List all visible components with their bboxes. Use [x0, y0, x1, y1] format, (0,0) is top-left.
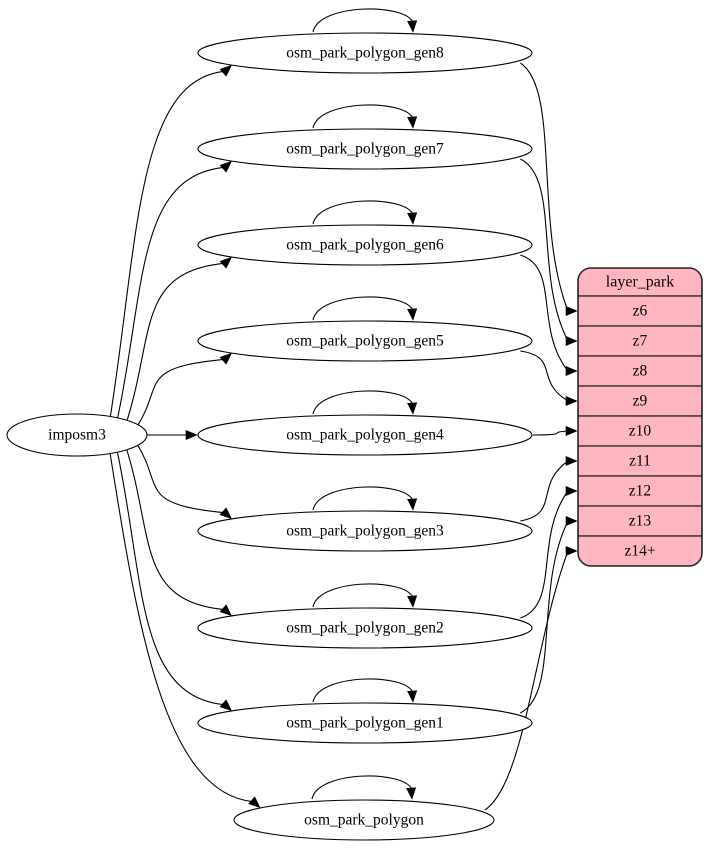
arrowhead-self-loop-osm_park_polygon_gen8: [407, 20, 418, 33]
arrowhead-imposm3-to-osm_park_polygon_gen5: [219, 352, 232, 365]
edge-imposm3-to-osm_park_polygon: [109, 452, 254, 803]
layer-park-table: layer_park z6 z7 z8 z9 z10 z11 z12 z13 z14+: [577, 267, 703, 567]
arrowhead-imposm3-to-osm_park_polygon_gen6: [219, 256, 232, 269]
edge-osm_park_polygon_gen8-to-z6: [520, 62, 569, 312]
arrowhead-imposm3-to-osm_park_polygon_gen4: [185, 429, 198, 441]
node-osm_park_polygon-label: osm_park_polygon: [304, 812, 424, 829]
node-osm_park_polygon_gen4[interactable]: [197, 414, 533, 456]
node-osm_park_polygon_gen3-label: osm_park_polygon_gen3: [286, 523, 444, 540]
edge-osm_park_polygon-to-z14+: [484, 550, 569, 811]
table-row-label-z6: z6: [633, 303, 648, 320]
node-imposm3[interactable]: [6, 413, 148, 457]
edge-osm_park_polygon_gen7-to-z7: [520, 158, 569, 342]
arrowhead-imposm3-to-osm_park_polygon_gen7: [219, 160, 232, 173]
self-loop-osm_park_polygon_gen5: [312, 296, 414, 321]
node-osm_park_polygon_gen6[interactable]: [197, 224, 533, 266]
table-row-label-z11: z11: [629, 453, 651, 470]
self-loop-osm_park_polygon: [311, 775, 413, 800]
node-osm_park_polygon_gen3[interactable]: [197, 510, 533, 552]
edges-to-layer-park: [484, 62, 578, 811]
node-osm_park_polygon_gen1[interactable]: [197, 702, 533, 744]
node-osm_park_polygon_gen2-label: osm_park_polygon_gen2: [286, 620, 444, 637]
table-cells-group: layer_park z6 z7 z8 z9 z10 z11 z12 z13 z14+: [578, 268, 702, 566]
arrowhead-osm_park_polygon_gen2-to-z12: [565, 485, 578, 497]
self-loop-osm_park_polygon_gen7: [312, 104, 414, 129]
arrowhead-osm_park_polygon_gen7-to-z7: [565, 335, 578, 347]
self-loop-osm_park_polygon_gen3: [312, 486, 414, 511]
node-osm_park_polygon_gen4-label: osm_park_polygon_gen4: [286, 427, 444, 444]
table-header-cell: [578, 268, 702, 297]
node-osm_park_polygon_gen6-label: osm_park_polygon_gen6: [286, 237, 444, 254]
edge-imposm3-to-osm_park_polygon_gen6: [126, 262, 225, 423]
table-row-label-z13: z13: [629, 513, 652, 530]
arrowhead-imposm3-to-osm_park_polygon_gen1: [219, 699, 232, 712]
table-row-label-z8: z8: [633, 363, 648, 380]
self-loop-osm_park_polygon_gen4: [312, 390, 414, 415]
node-osm_park_polygon_gen5[interactable]: [197, 320, 533, 362]
ellipse-nodes: imposm3 osm_park_polygon_gen8 osm_park_pol…: [6, 32, 533, 841]
edge-imposm3-to-osm_park_polygon_gen8: [109, 70, 225, 418]
arrowhead-imposm3-to-osm_park_polygon: [248, 796, 261, 809]
self-loop-osm_park_polygon_gen2: [312, 583, 414, 608]
arrowhead-self-loop-osm_park_polygon_gen4: [407, 402, 418, 415]
node-osm_park_polygon_gen7-label: osm_park_polygon_gen7: [286, 141, 444, 158]
arrowhead-osm_park_polygon_gen5-to-z9: [565, 395, 578, 407]
edge-imposm3-to-osm_park_polygon_gen2: [125, 448, 225, 611]
arrowhead-self-loop-osm_park_polygon_gen1: [407, 690, 418, 703]
arrowhead-self-loop-osm_park_polygon_gen6: [407, 212, 418, 225]
self-loop-osm_park_polygon_gen8: [312, 8, 414, 33]
table-row-label-z9: z9: [633, 393, 648, 410]
edge-osm_park_polygon_gen3-to-z11: [520, 460, 569, 522]
table-row-label-z12: z12: [629, 483, 651, 500]
edge-osm_park_polygon_gen1-to-z13: [520, 520, 569, 714]
table-row-z14+[interactable]: [578, 535, 702, 566]
arrowhead-osm_park_polygon_gen4-to-z10: [565, 425, 578, 437]
arrowhead-self-loop-osm_park_polygon: [406, 787, 417, 800]
edge-imposm3-to-osm_park_polygon_gen7: [116, 166, 225, 420]
table-outline: [577, 267, 703, 567]
node-osm_park_polygon_gen7[interactable]: [197, 128, 533, 170]
arrowhead-osm_park_polygon_gen3-to-z11: [565, 455, 578, 467]
node-osm_park_polygon[interactable]: [233, 799, 495, 841]
table-row-label-z10: z10: [629, 423, 652, 440]
edge-osm_park_polygon_gen6-to-z8: [520, 254, 569, 372]
table-row-label-z7: z7: [633, 333, 648, 350]
edge-osm_park_polygon_gen5-to-z9: [520, 350, 569, 402]
table-header-label: layer_park: [606, 274, 674, 291]
node-osm_park_polygon_gen5-label: osm_park_polygon_gen5: [286, 333, 444, 350]
node-osm_park_polygon_gen8[interactable]: [197, 32, 533, 74]
arrowhead-osm_park_polygon-to-z14+: [565, 545, 578, 557]
arrowhead-self-loop-osm_park_polygon_gen3: [407, 498, 418, 511]
edge-osm_park_polygon_gen4-to-z10: [532, 430, 569, 436]
node-imposm3-label: imposm3: [48, 427, 106, 444]
arrowhead-self-loop-osm_park_polygon_gen2: [407, 595, 418, 608]
edge-imposm3-to-osm_park_polygon_gen5: [136, 358, 225, 428]
table-row-z13[interactable]: [578, 505, 702, 537]
arrowhead-imposm3-to-osm_park_polygon_gen8: [219, 64, 232, 77]
node-osm_park_polygon_gen2[interactable]: [197, 607, 533, 649]
self-loop-osm_park_polygon_gen1: [312, 678, 414, 703]
table-row-z12[interactable]: [578, 475, 702, 507]
edge-osm_park_polygon_gen2-to-z12: [520, 490, 569, 619]
arrowhead-imposm3-to-osm_park_polygon_gen3: [219, 507, 232, 520]
self-loop-edges: [311, 8, 418, 800]
node-osm_park_polygon_gen8-label: osm_park_polygon_gen8: [286, 45, 444, 62]
arrowhead-osm_park_polygon_gen6-to-z8: [565, 365, 578, 377]
self-loop-osm_park_polygon_gen6: [312, 200, 414, 225]
edge-imposm3-to-osm_park_polygon_gen3: [135, 442, 225, 514]
arrowhead-osm_park_polygon_gen1-to-z13: [565, 515, 578, 527]
arrowhead-osm_park_polygon_gen8-to-z6: [565, 305, 578, 317]
node-osm_park_polygon_gen1-label: osm_park_polygon_gen1: [286, 715, 444, 732]
arrowhead-imposm3-to-osm_park_polygon_gen2: [219, 604, 232, 617]
table-row-label-z14+: z14+: [624, 543, 655, 560]
arrowhead-self-loop-osm_park_polygon_gen5: [407, 308, 418, 321]
arrowhead-self-loop-osm_park_polygon_gen7: [407, 116, 418, 129]
edge-imposm3-to-osm_park_polygon_gen1: [116, 450, 225, 706]
